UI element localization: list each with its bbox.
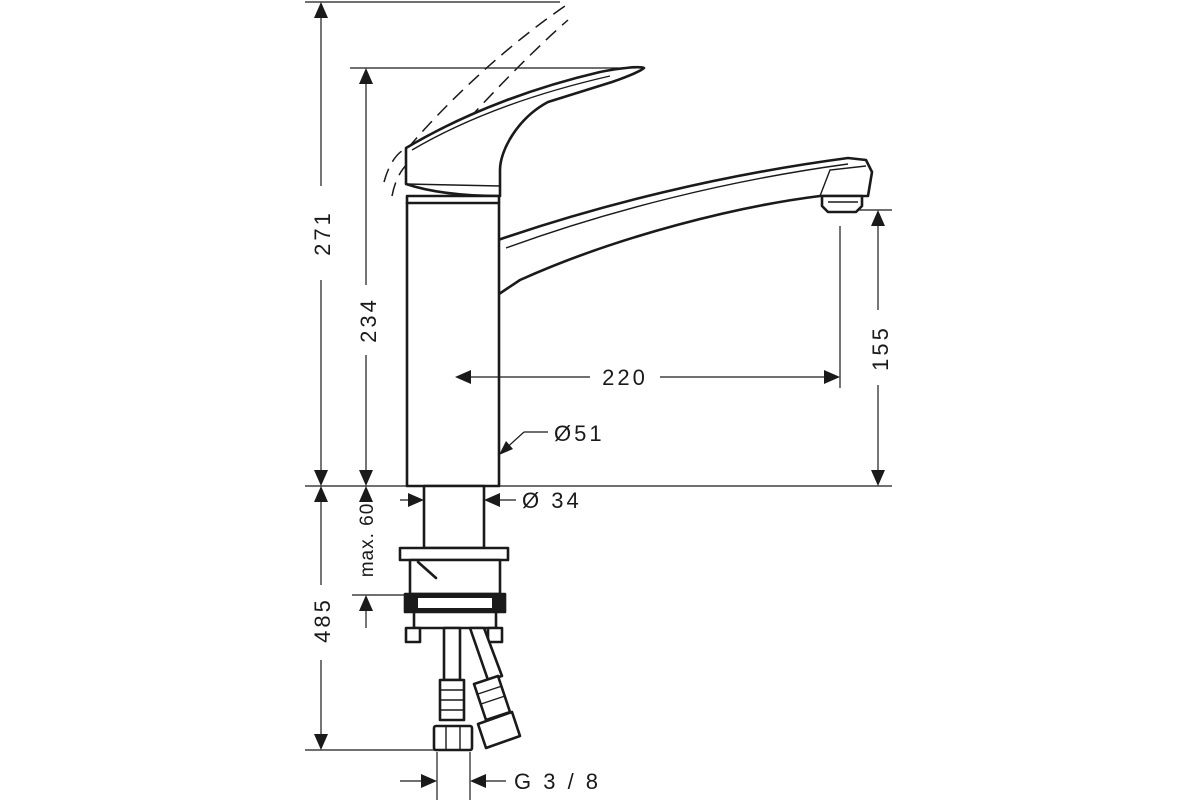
dimension-spout-clearance: 155: [868, 210, 893, 486]
handle-height-label: 234: [356, 297, 381, 343]
dimension-spout-reach: 220: [455, 365, 840, 390]
supply-hoses: [432, 626, 522, 752]
hose-length-label: 485: [310, 597, 335, 643]
spout: [488, 156, 874, 298]
mounting-assembly: [398, 546, 510, 644]
shank-diameter-label: Ø 34: [522, 488, 582, 513]
counter-thickness-label: max. 60: [357, 503, 378, 578]
spout-clearance-label: 155: [868, 325, 893, 371]
dimension-handle-height: 234: [356, 68, 381, 486]
faucet-body: [405, 194, 501, 488]
lever-handle: [404, 65, 646, 198]
extension-lines: [305, 1, 892, 800]
dimension-total-height: 271: [310, 2, 335, 486]
connection-thread-label: G 3 / 8: [514, 769, 601, 794]
total-height-label: 271: [310, 210, 335, 256]
spout-reach-label: 220: [602, 365, 648, 390]
dimension-body-diameter: Ø51: [499, 421, 605, 455]
shank: [422, 484, 486, 550]
dimension-counter-thickness: max. 60: [357, 486, 378, 628]
body-diameter-label: Ø51: [554, 421, 605, 446]
dimension-connection-thread: G 3 / 8: [400, 769, 601, 794]
dimension-shank-diameter: Ø 34: [400, 488, 582, 513]
dimension-hose-length: 485: [310, 486, 335, 750]
